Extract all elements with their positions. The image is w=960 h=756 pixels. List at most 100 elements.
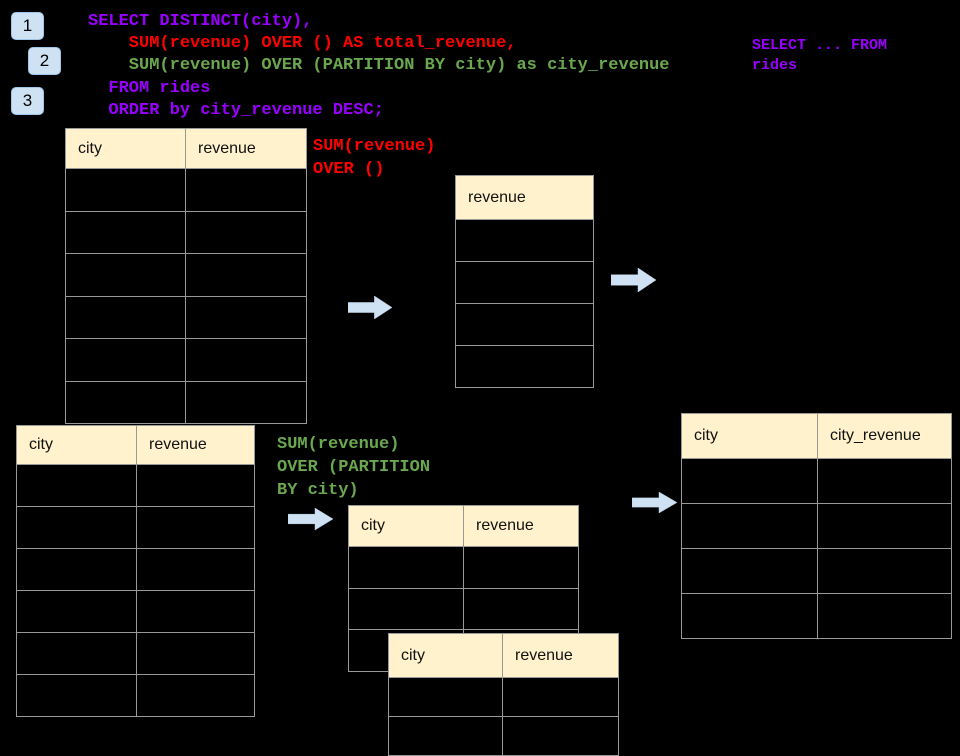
table-result-right: city city_revenue [681, 413, 952, 639]
table-empty-cell [818, 549, 951, 593]
column-header-city: city [349, 506, 464, 546]
table-empty-cell [137, 507, 254, 548]
code-line: SUM(revenue) OVER (PARTITION BY city) as… [88, 56, 670, 76]
table-empty-cell [17, 549, 137, 590]
right-arrow-icon [288, 508, 333, 530]
table-header-row: city revenue [66, 129, 306, 169]
column-header-city: city [389, 634, 503, 677]
table-partition-overlay: city revenue [388, 633, 619, 756]
table-empty-row [349, 547, 578, 589]
table-empty-cell [818, 459, 951, 503]
table-empty-row [66, 169, 306, 212]
table-empty-cell [349, 588, 464, 630]
table-empty-row [682, 459, 951, 504]
code-line: SELECT ... FROM [752, 37, 888, 54]
table-header-row: city revenue [389, 634, 618, 678]
table-empty-cell [17, 507, 137, 548]
table-empty-row [456, 304, 593, 346]
table-empty-cell [503, 678, 618, 716]
table-empty-cell [349, 547, 464, 588]
table-empty-cell [66, 169, 186, 211]
table-empty-cell [17, 465, 137, 506]
table-empty-cell [137, 675, 254, 716]
code-line: OVER () [313, 159, 385, 179]
table-empty-cell [186, 297, 306, 339]
table-empty-row [17, 591, 254, 633]
table-empty-cell [682, 459, 818, 503]
code-line: SUM(revenue) [313, 137, 436, 156]
code-line: SUM(revenue) OVER () AS total_revenue, [88, 34, 517, 54]
table-empty-cell [186, 212, 306, 254]
table-empty-row [389, 678, 618, 717]
code-line: FROM rides [88, 78, 211, 98]
table-empty-cell [66, 254, 186, 296]
table-empty-row [349, 588, 578, 631]
step-badge-2: 2 [28, 47, 61, 75]
partition-annotation: SUM(revenue) OVER (PARTITION BY city) [277, 433, 430, 502]
table-empty-cell [186, 339, 306, 381]
table-header-row: city revenue [349, 506, 578, 547]
code-line: SELECT DISTINCT(city), [88, 12, 313, 31]
code-line: OVER (PARTITION [277, 458, 431, 477]
table-empty-cell [818, 594, 951, 638]
step-badge-1: 1 [11, 12, 44, 40]
table-empty-cell [456, 262, 593, 303]
table-empty-row [456, 346, 593, 387]
column-header-city: city [66, 129, 186, 168]
code-line: ORDER by city_revenue DESC; [88, 100, 384, 120]
table-empty-row [389, 717, 618, 755]
table-empty-cell [66, 339, 186, 381]
table-header-row: city city_revenue [682, 414, 951, 459]
table-empty-cell [464, 547, 578, 588]
table-empty-cell [456, 304, 593, 345]
column-header-city: city [682, 414, 818, 458]
table-empty-cell [818, 504, 951, 548]
table-empty-cell [137, 465, 254, 506]
table-empty-row [682, 594, 951, 638]
column-header-revenue: revenue [198, 139, 256, 157]
code-line: BY city) [277, 481, 359, 500]
table-empty-cell [66, 381, 186, 423]
column-header-revenue: revenue [515, 646, 573, 664]
table-empty-cell [186, 254, 306, 296]
table-empty-cell [464, 589, 578, 630]
table-empty-cell [17, 675, 137, 716]
table-empty-cell [389, 717, 503, 755]
table-empty-row [456, 220, 593, 262]
column-header-revenue: revenue [149, 436, 207, 453]
right-arrow-icon [348, 296, 392, 319]
total-revenue-annotation: SUM(revenue) OVER () [313, 136, 435, 181]
table-empty-cell [456, 220, 593, 261]
table-empty-row [17, 675, 254, 716]
table-empty-row [66, 381, 306, 424]
table-empty-row [456, 262, 593, 304]
table-empty-row [66, 211, 306, 254]
table-empty-cell [186, 382, 306, 424]
table-empty-cell [17, 633, 137, 674]
table-empty-row [17, 465, 254, 507]
table-empty-cell [682, 549, 818, 593]
table-empty-cell [137, 633, 254, 674]
column-header-revenue: revenue [468, 188, 526, 206]
table-empty-row [17, 633, 254, 675]
right-arrow-icon [611, 268, 656, 292]
table-partition-mid: city revenue [348, 505, 579, 673]
table-empty-row [17, 549, 254, 591]
table-empty-cell [503, 717, 618, 755]
table-header-row: revenue [456, 176, 593, 220]
table-empty-cell [137, 591, 254, 632]
table-empty-row [682, 549, 951, 594]
table-empty-row [17, 507, 254, 549]
table-source-top: city revenue [65, 128, 307, 424]
table-empty-row [682, 504, 951, 549]
table-total-result: revenue [455, 175, 594, 388]
column-header-city_revenue: city_revenue [830, 427, 921, 444]
code-line: rides [752, 56, 798, 74]
code-line: SUM(revenue) [277, 435, 400, 454]
table-empty-cell [456, 346, 593, 387]
table-empty-cell [137, 549, 254, 590]
table-empty-cell [682, 594, 818, 638]
column-header-revenue: revenue [476, 517, 534, 534]
